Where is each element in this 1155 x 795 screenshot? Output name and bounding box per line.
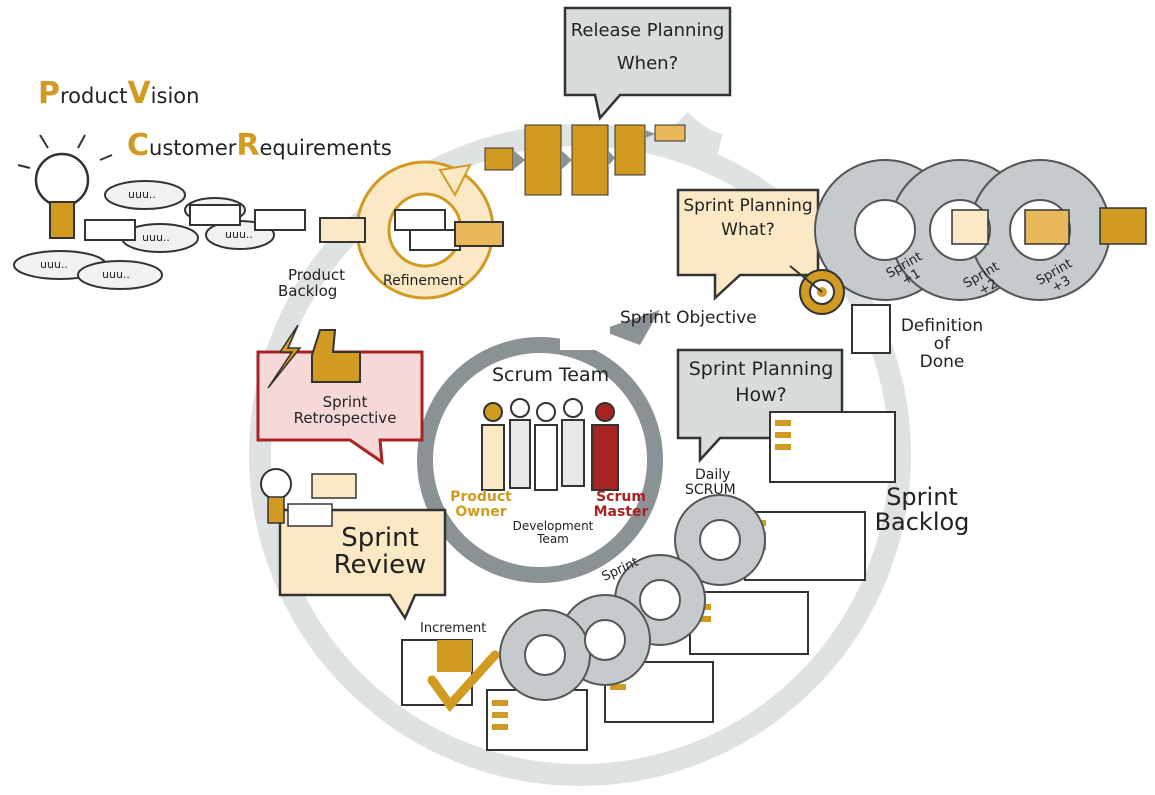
release-planning-label: Release Planning When? (570, 20, 725, 74)
definition-of-done-line3: Done (919, 351, 965, 372)
cloud-label: uuu.. (40, 258, 68, 271)
development-team-line2: Team (537, 531, 569, 546)
release-stacks (484, 124, 686, 196)
sprint-ring-gap (560, 320, 610, 350)
sprint-planning-what-line1: Sprint Planning (683, 196, 813, 216)
sprint-planning-how-label: Sprint Planning How? (682, 358, 840, 406)
cloud-label: uuu.. (142, 231, 170, 244)
sprint-review-bubble (278, 508, 447, 621)
product-backlog-cards (84, 204, 504, 251)
sprint-backlog-line1: Sprint (886, 483, 958, 511)
sprint-ring (417, 337, 663, 583)
sprint-retrospective-label: Sprint Retrospective (270, 393, 420, 427)
product-vision-rest: roduct (60, 84, 128, 108)
future-sprint-cubes (951, 207, 1147, 245)
product-vision-title: ProductVision (38, 78, 199, 110)
release-planning-bubble (563, 6, 732, 121)
daily-scrum-line1: Daily (695, 467, 731, 483)
product-vision-p: P (38, 76, 60, 111)
cloud-label: uuu.. (225, 228, 253, 241)
sprint-retrospective-line2: Retrospective (293, 408, 397, 427)
scrum-team-title: Scrum Team (492, 364, 610, 386)
lightbulb-base (49, 201, 75, 239)
cloud-label: uuu.. (102, 268, 130, 281)
product-backlog-label: Product Backlog (278, 266, 345, 300)
lightbulb-product-vision (34, 152, 90, 208)
daily-sprint-rings (499, 494, 766, 701)
product-owner-line2: Owner (455, 503, 507, 520)
product-vision-v: V (127, 76, 151, 111)
sprint-retrospective-line1: Sprint (322, 393, 368, 411)
sprint-planning-how-line1: Sprint Planning (688, 358, 834, 380)
sprint-objective-label: Sprint Objective (620, 308, 757, 328)
definition-of-done-label: Definition of Done (892, 316, 992, 372)
customer-r: R (236, 128, 260, 163)
release-planning-line2: When? (616, 52, 679, 74)
definition-of-done-checklist (851, 304, 891, 354)
outer-loop-arrow (672, 112, 724, 156)
refinement-arrow (438, 163, 472, 198)
customer-requirements-title: CustomerRequirements (127, 130, 392, 162)
sprint-planning-what-bubble (676, 188, 820, 301)
sprint-planning-what-line2: What? (721, 219, 775, 240)
refinement-label: Refinement (383, 273, 464, 289)
sprint-review-label: Sprint Review (320, 523, 440, 581)
customer-c: C (127, 128, 150, 163)
sprint-planning-what-label: Sprint Planning What? (682, 196, 814, 240)
lightbulb-review (260, 468, 292, 500)
scrum-master-line1: Scrum (596, 489, 646, 505)
sprint-backlog-line2: Backlog (874, 508, 970, 537)
product-backlog-line2: Backlog (278, 281, 338, 300)
development-team-label: Development Team (508, 520, 598, 545)
daily-scrum-line2: SCRUM (685, 481, 736, 498)
cloud-label: uuu.. (128, 188, 156, 201)
product-vision-rest2: ision (150, 84, 200, 108)
sprint-review-line1: Sprint (341, 523, 419, 553)
thumbs-up-icon (311, 329, 361, 383)
customer-rest2: equirements (259, 136, 392, 160)
release-planning-line1: Release Planning (570, 20, 725, 41)
definition-of-done-line1: Definition (900, 316, 984, 336)
development-team-line1: Development (512, 519, 594, 533)
customer-rest: ustomer (149, 136, 237, 160)
scrum-master-line2: Master (593, 503, 649, 520)
sprint-review-line2: Review (333, 550, 427, 581)
definition-of-done-line2: of (933, 333, 951, 354)
sprint-retrospective-bubble (256, 350, 424, 466)
scrum-team-figures (481, 398, 619, 491)
product-backlog-line1: Product (288, 266, 345, 284)
lightning-icon (267, 324, 302, 389)
sprint-backlog-label: Sprint Backlog (872, 483, 972, 537)
increment-label: Increment (420, 621, 487, 636)
product-owner-line1: Product (450, 489, 512, 505)
product-owner-label: Product Owner (446, 490, 516, 519)
scrum-master-label: Scrum Master (588, 490, 654, 519)
sprint-planning-how-line2: How? (735, 383, 787, 406)
checkmark-icon (427, 650, 500, 713)
daily-scrum-label: Daily SCRUM (685, 468, 736, 497)
sprint-ring-arrow (600, 310, 660, 345)
